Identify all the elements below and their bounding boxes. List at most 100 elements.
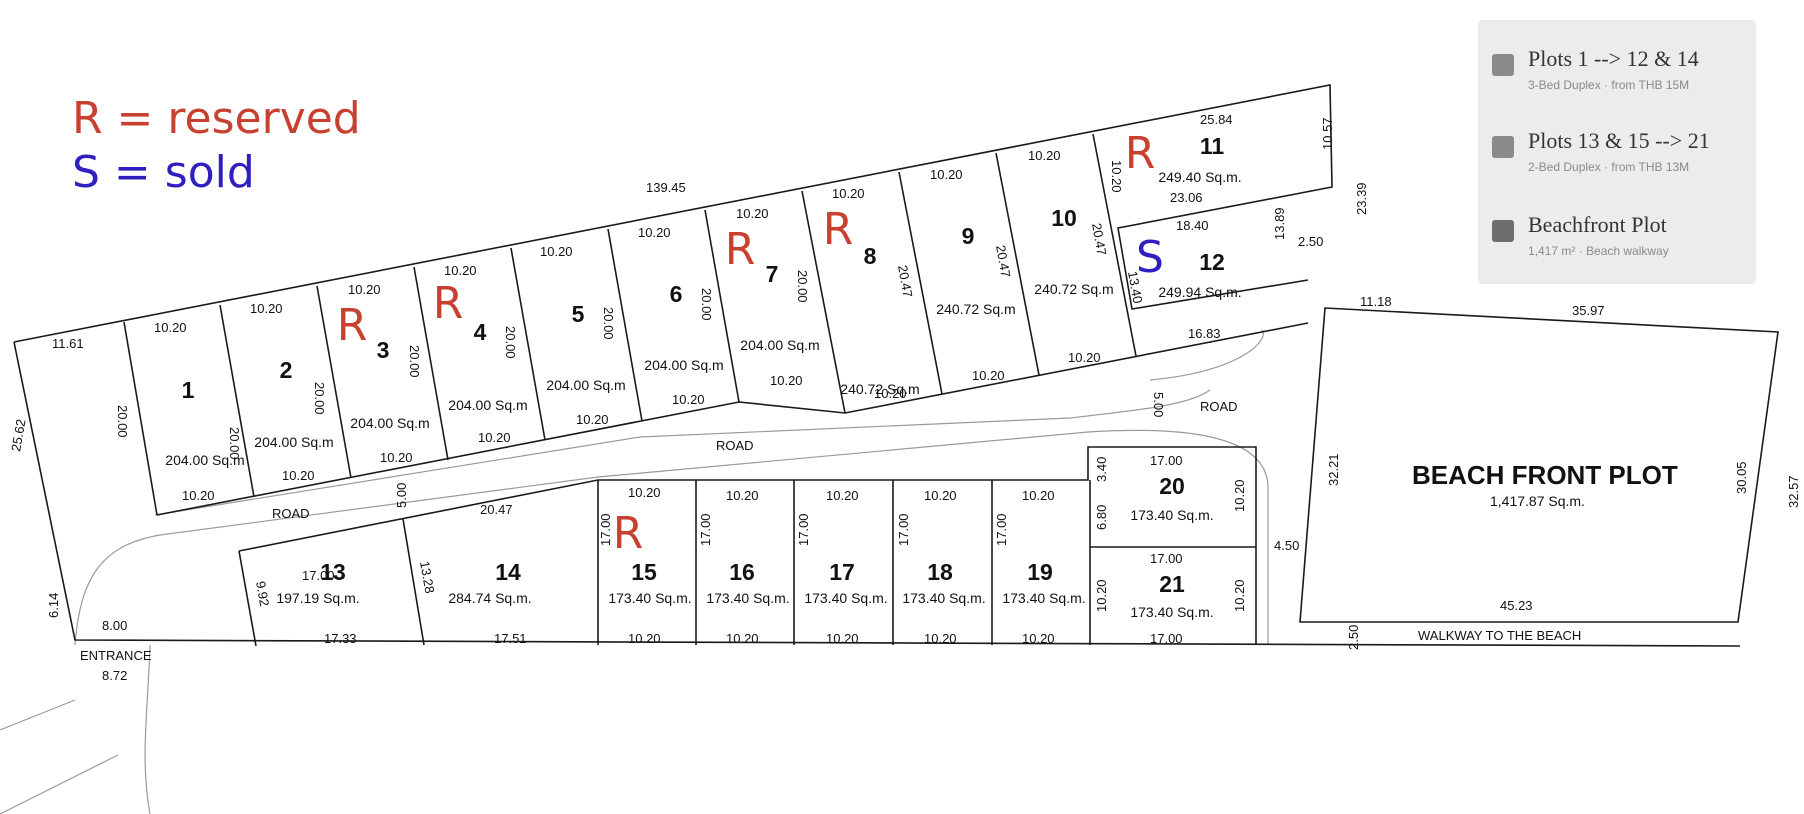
reserved-marker: R — [613, 508, 644, 559]
dim-label: 32.57 — [1786, 475, 1801, 508]
dim-label: 10.20 — [874, 386, 907, 401]
plot-area: 249.94 Sq.m. — [1158, 284, 1241, 300]
dim-label: 13.89 — [1272, 207, 1287, 240]
dim-label: 13.28 — [417, 560, 437, 595]
plot-area: 173.40 Sq.m. — [902, 590, 985, 606]
dim-label: 5.00 — [394, 483, 409, 508]
dim-label: 10.20 — [540, 244, 573, 259]
dim-label: 20.00 — [227, 427, 242, 460]
dim-label: 10.20 — [826, 631, 859, 646]
dim-label: 8.72 — [102, 668, 127, 683]
plot-number: 20 — [1159, 473, 1185, 499]
dim-label: 20.47 — [480, 502, 513, 517]
dim-label: 10.20 — [1232, 479, 1247, 512]
dim-label: 20.00 — [407, 345, 422, 378]
key-subtitle: 1,417 m² · Beach walkway — [1528, 244, 1669, 258]
plot-area: 240.72 Sq.m — [1034, 281, 1113, 297]
plot-area: 173.40 Sq.m. — [1130, 507, 1213, 523]
plot-area: 204.00 Sq.m — [546, 377, 625, 393]
dim-label: 2.50 — [1346, 625, 1361, 650]
plot-area: 240.72 Sq.m — [936, 301, 1015, 317]
dim-label: 17.00 — [1150, 631, 1183, 646]
swatch-icon — [1492, 54, 1514, 76]
plot-number: 4 — [474, 319, 487, 345]
dim-label: 10.57 — [1320, 117, 1335, 150]
dim-label: 18.40 — [1176, 218, 1209, 233]
legend-reserved: R = reserved — [72, 93, 361, 144]
dim-label: 10.20 — [1109, 160, 1124, 193]
dim-label: 139.45 — [646, 180, 686, 195]
plot-area: 173.40 Sq.m. — [1002, 590, 1085, 606]
plot-area: 249.40 Sq.m. — [1158, 169, 1241, 185]
dim-label: 11.18 — [1360, 294, 1392, 309]
dim-label: 17.00 — [698, 513, 713, 546]
dim-label: 3.40 — [1094, 457, 1109, 482]
sold-marker: S — [1136, 232, 1164, 283]
plot-number: 8 — [864, 243, 877, 269]
dim-label: 4.50 — [1274, 538, 1299, 553]
dim-label: 10.20 — [1022, 488, 1055, 503]
plot-number: 16 — [729, 559, 755, 585]
dim-label: 6.80 — [1094, 505, 1109, 530]
status-legend: R = reserved S = sold — [72, 92, 361, 200]
dim-label: 25.84 — [1200, 112, 1233, 127]
reserved-marker: R — [433, 278, 464, 329]
dim-label: 10.20 — [444, 263, 477, 278]
dim-label: 10.20 — [348, 282, 381, 297]
dim-label: 10.20 — [1028, 148, 1061, 163]
dim-label: 10.20 — [628, 631, 661, 646]
dim-label: 20.47 — [895, 264, 915, 299]
swatch-icon — [1492, 220, 1514, 242]
dim-label: 10.20 — [832, 186, 865, 201]
dimension-labels: 11.61 10.20 10.20 10.20 10.20 10.20 10.2… — [8, 112, 1801, 683]
dim-label: 20.00 — [699, 288, 714, 321]
plot-type-key: Plots 1 --> 12 & 14 3-Bed Duplex · from … — [1478, 20, 1756, 284]
dim-label: 10.20 — [282, 468, 315, 483]
plot-area: 204.00 Sq.m — [165, 452, 244, 468]
reserved-marker: R — [725, 224, 756, 275]
dim-label: 10.20 — [638, 225, 671, 240]
entrance-label: ENTRANCE — [80, 648, 152, 663]
dim-label: 11.61 — [52, 336, 84, 351]
dim-label: 10.20 — [770, 373, 803, 388]
plot-number: 17 — [829, 559, 855, 585]
dim-label: 10.20 — [182, 488, 215, 503]
plot-area: 204.00 Sq.m — [350, 415, 429, 431]
plot-number: 6 — [670, 281, 683, 307]
plot-number: 10 — [1051, 205, 1077, 231]
dim-label: 35.97 — [1572, 303, 1605, 318]
dim-label: 20.00 — [312, 382, 327, 415]
dim-label: 20.47 — [993, 244, 1013, 279]
dim-label: 8.00 — [102, 618, 127, 633]
plot-number: 21 — [1159, 571, 1185, 597]
plot-area: 204.00 Sq.m — [448, 397, 527, 413]
dim-label: 17.00 — [1150, 551, 1183, 566]
dim-label: 17.33 — [324, 631, 357, 646]
dim-label: 23.06 — [1170, 190, 1203, 205]
reserved-marker: R — [823, 204, 854, 255]
plot-area: 284.74 Sq.m. — [448, 590, 531, 606]
dim-label: 16.83 — [1188, 326, 1221, 341]
road-edges — [0, 329, 1269, 814]
dim-label: 10.20 — [478, 430, 511, 445]
swatch-icon — [1492, 136, 1514, 158]
legend-sold: S = sold — [72, 147, 255, 198]
dim-label: 13.40 — [1125, 270, 1145, 305]
dim-label: 20.00 — [503, 326, 518, 359]
dim-label: 10.20 — [1068, 350, 1101, 365]
road-label: ROAD — [272, 506, 310, 521]
plot-number: 5 — [572, 301, 585, 327]
plot-lines — [13, 84, 1779, 647]
dim-label: 17.00 — [994, 513, 1009, 546]
plot-area: 240.72 Sq.m — [840, 381, 919, 397]
beach-plot-label: BEACH FRONT PLOT — [1412, 460, 1678, 490]
plot-area: 173.40 Sq.m. — [706, 590, 789, 606]
plot-area: 204.00 Sq.m — [254, 434, 333, 450]
plot-area: 204.00 Sq.m — [740, 337, 819, 353]
plot-number: 19 — [1027, 559, 1053, 585]
plot-number: 7 — [766, 261, 779, 287]
dim-label: 20.00 — [115, 405, 130, 438]
dim-label: 10.20 — [972, 368, 1005, 383]
dim-label: 23.39 — [1354, 182, 1369, 215]
